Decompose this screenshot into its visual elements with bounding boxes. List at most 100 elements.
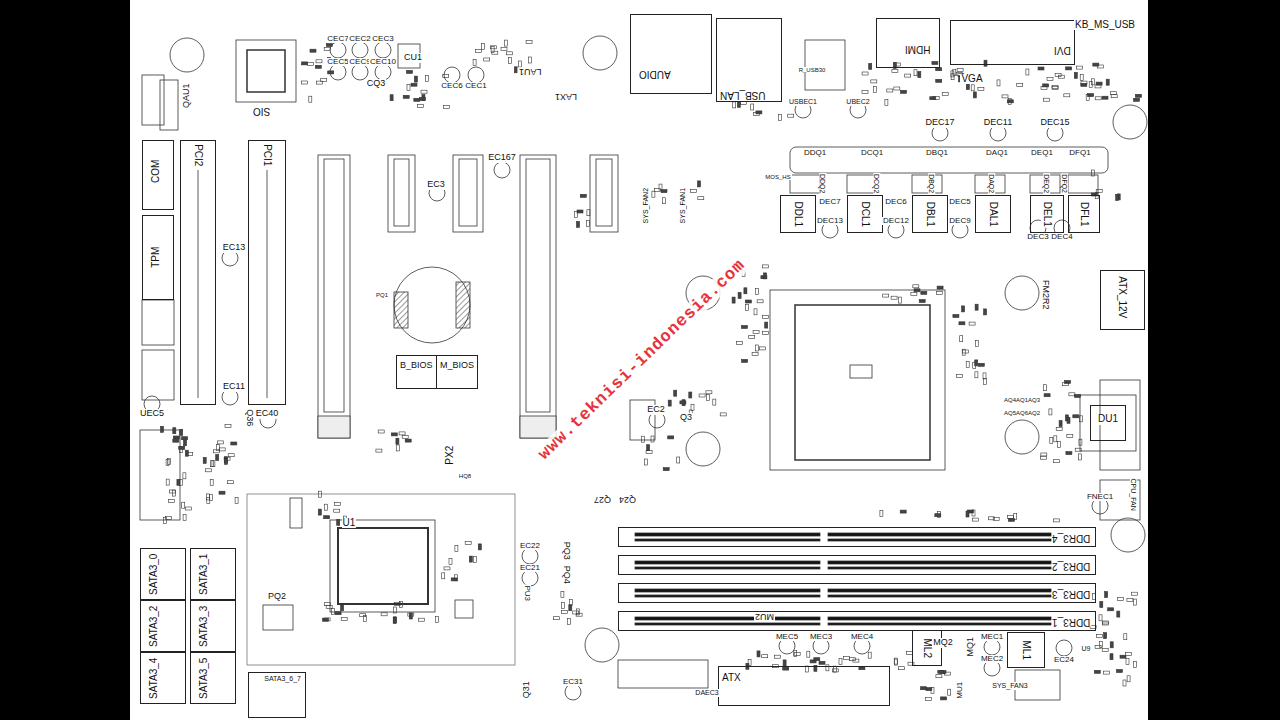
- smd-pad: [396, 445, 399, 451]
- connector-outline: DFL1: [1068, 195, 1100, 233]
- smd-pad: [760, 347, 766, 350]
- smd-pad: [449, 558, 452, 564]
- smd-pad: [975, 340, 978, 346]
- connector-outline: DEL1: [1030, 195, 1064, 233]
- part-name: DDL1: [793, 200, 804, 228]
- smd-pad: [577, 221, 580, 227]
- chipset-chip-inner: [338, 528, 428, 604]
- smd-pad: [1086, 95, 1089, 101]
- smd-pads: [161, 40, 1142, 700]
- smd-pad: [310, 49, 316, 52]
- smd-pad: [932, 62, 938, 65]
- smd-pad: [180, 429, 183, 435]
- smd-pad: [465, 541, 471, 544]
- part-label: DDQ1: [803, 149, 827, 157]
- smd-pad: [973, 92, 976, 98]
- smd-pad: [561, 611, 567, 614]
- smd-pad: [321, 79, 327, 82]
- part-label: DBQ1: [925, 149, 949, 157]
- smd-pad: [969, 322, 975, 325]
- smd-pad: [577, 210, 583, 213]
- smd-pad: [668, 436, 674, 439]
- capacitor-outline: [352, 64, 368, 80]
- part-label: USBEC1: [788, 98, 818, 105]
- header-outline: [290, 498, 302, 528]
- smd-pad: [895, 659, 898, 665]
- capacitor-outline: [444, 67, 460, 83]
- part-name: DCL1: [860, 200, 871, 228]
- connector-outline: DCL1: [847, 195, 883, 233]
- pcie-slot-inner: [526, 159, 550, 412]
- ddr-contact: [828, 567, 1053, 569]
- connector-outline: DU1: [1090, 405, 1126, 441]
- smd-pad: [751, 104, 754, 110]
- connector-outline: TPM: [142, 215, 174, 300]
- smd-pad: [1099, 615, 1102, 621]
- smd-pad: [418, 105, 424, 108]
- smd-pad: [478, 544, 481, 550]
- connector-outline: DAL1: [975, 195, 1011, 233]
- part-label: DDQ2: [819, 173, 826, 194]
- connector-outline: SATA3_3: [190, 600, 236, 652]
- smd-pad: [755, 345, 758, 351]
- part-name: DDR3_1: [1051, 616, 1091, 627]
- smd-pad: [754, 309, 757, 315]
- connector-outline: DDL1: [780, 195, 816, 233]
- smd-pad: [1134, 662, 1137, 668]
- part-label: AQ4AQ1AQ3: [1003, 397, 1041, 403]
- smd-pad: [444, 567, 450, 570]
- smd-pad: [975, 360, 978, 366]
- part-label: DFQ2: [1060, 174, 1067, 195]
- smd-pad: [871, 80, 877, 83]
- smd-pad: [984, 309, 987, 315]
- smd-pad: [962, 306, 965, 312]
- smd-pad: [1095, 97, 1101, 100]
- smd-pad: [1123, 680, 1126, 686]
- chipset-region: [247, 494, 515, 665]
- part-label: DEC3: [1026, 233, 1049, 241]
- smd-pad: [1108, 608, 1114, 611]
- connector-outline: ATX_12V: [1100, 270, 1145, 330]
- smd-pad: [844, 656, 850, 659]
- smd-pad: [324, 47, 330, 50]
- smd-pad: [1066, 67, 1072, 70]
- part-name: DVI: [1053, 44, 1072, 55]
- part-name: SATA3_2: [149, 604, 160, 647]
- part-name: HDMI: [904, 43, 932, 54]
- smd-pad: [414, 98, 420, 101]
- capacitor-outline: [375, 42, 391, 58]
- smd-pad: [713, 399, 716, 405]
- part-label: MU2: [754, 612, 775, 621]
- smd-pad: [526, 41, 532, 44]
- smd-pad: [227, 481, 233, 484]
- smd-pad: [443, 74, 449, 77]
- smd-pad: [393, 618, 396, 624]
- smd-pad: [185, 450, 188, 456]
- part-name: PCI1: [262, 143, 273, 167]
- smd-pad: [183, 515, 186, 521]
- smd-pad: [1056, 427, 1062, 430]
- smd-pad: [899, 297, 902, 303]
- smd-pad: [901, 90, 907, 93]
- smd-pad: [173, 436, 179, 439]
- part-name: ML1: [1021, 639, 1032, 660]
- smd-pad: [528, 57, 531, 63]
- smd-pad: [753, 331, 759, 334]
- smd-pad: [562, 602, 565, 608]
- smd-pad: [774, 655, 780, 658]
- smd-pad: [1088, 94, 1094, 97]
- smd-pad: [738, 293, 741, 299]
- smd-pad: [324, 618, 330, 621]
- header-outline: [142, 300, 174, 345]
- smd-pad: [469, 556, 472, 562]
- part-label: Q24: [618, 495, 637, 504]
- connector-outline: SATA3_1: [190, 548, 236, 600]
- connector-outline: SATA3_0: [140, 548, 186, 600]
- part-label: DEC13: [816, 217, 844, 225]
- smd-pad: [913, 285, 919, 288]
- chip-outline: [142, 75, 164, 125]
- smd-pad: [436, 616, 439, 622]
- smd-pad: [978, 88, 984, 91]
- smd-pad: [173, 428, 176, 434]
- smd-pad: [318, 509, 321, 515]
